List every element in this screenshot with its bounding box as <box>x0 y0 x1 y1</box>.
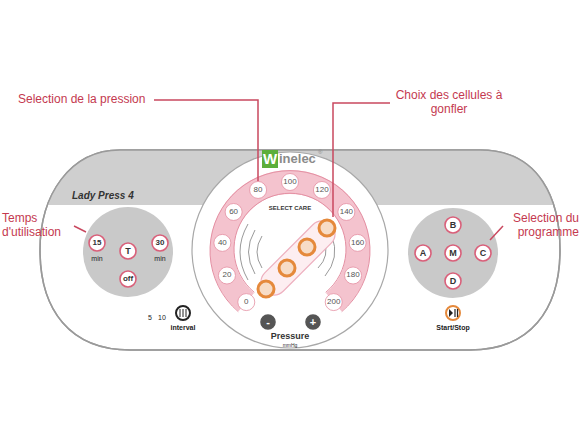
button-caption: min <box>69 253 125 265</box>
callout-label: Selection de la pression <box>18 92 145 106</box>
button-label: T <box>100 242 156 260</box>
pressure-value: 180 <box>346 271 359 281</box>
pressure-value: 80 <box>254 185 263 195</box>
model-name: Lady Press 4 <box>72 190 134 201</box>
unit-label: mmHg <box>283 342 298 348</box>
logo-letter: W <box>262 150 278 168</box>
control-button: off <box>100 270 156 288</box>
control-button: Start/Stop <box>425 305 481 334</box>
logo-mark: ® <box>318 149 322 156</box>
button-outline <box>425 304 481 322</box>
control-button: T <box>100 242 156 260</box>
leader-lines <box>74 100 503 240</box>
panel-outline <box>40 150 560 350</box>
button-label: 15 <box>69 234 125 252</box>
control-button: C <box>455 244 511 262</box>
leg-strip <box>256 216 341 301</box>
pressure-value: 60 <box>229 207 238 217</box>
button-label: - <box>240 314 296 330</box>
control-button: M <box>425 244 481 262</box>
button-label: 30 <box>132 234 188 252</box>
interval-value: 10 <box>158 314 166 322</box>
button-caption: Start/Stop <box>425 322 481 334</box>
control-button: 15min <box>69 234 125 265</box>
button-label: C <box>455 244 511 262</box>
button-caption: interval <box>155 322 211 334</box>
button-caption: min <box>132 253 188 265</box>
pressure-value: 20 <box>222 271 231 281</box>
pressure-value: 100 <box>283 177 296 187</box>
pressure-value: 140 <box>340 207 353 217</box>
interval-value: 5 <box>148 314 152 322</box>
button-label: + <box>285 314 341 330</box>
callout-label: Choix des cellules à gonfler <box>393 88 505 117</box>
pressure-value: 200 <box>327 297 340 307</box>
callout-label: Selection du programme <box>506 211 579 240</box>
control-button: + <box>285 314 341 330</box>
button-label: A <box>395 244 451 262</box>
pressure-ring <box>222 182 358 302</box>
logo-box: W <box>262 150 278 168</box>
pressure-value: 160 <box>351 238 364 248</box>
dial <box>192 152 388 348</box>
cell-buttons <box>258 220 335 297</box>
control-button: - <box>240 314 296 330</box>
button-label: M <box>425 244 481 262</box>
callout-label: Temps d'utilisation <box>2 211 72 240</box>
dial-caption: Pressure <box>271 331 310 342</box>
ring-edge <box>210 171 370 312</box>
pressure-value: 0 <box>244 297 248 307</box>
pressure-value: 120 <box>315 185 328 195</box>
panel-housing <box>40 150 560 350</box>
logo-text: inelec <box>279 151 316 167</box>
button-label: B <box>425 216 481 234</box>
control-button: D <box>425 272 481 290</box>
pressure-value: 40 <box>218 238 227 248</box>
timer-pad <box>83 207 173 297</box>
button-label: off <box>100 270 156 288</box>
control-button: B <box>425 216 481 234</box>
control-button: A <box>395 244 451 262</box>
control-panel: Lady Press 4W15minT30minoffinterval-+BAM… <box>40 150 560 350</box>
dial-title: SELECT CARE <box>269 205 311 212</box>
control-button: 30min <box>132 234 188 265</box>
button-label: D <box>425 272 481 290</box>
